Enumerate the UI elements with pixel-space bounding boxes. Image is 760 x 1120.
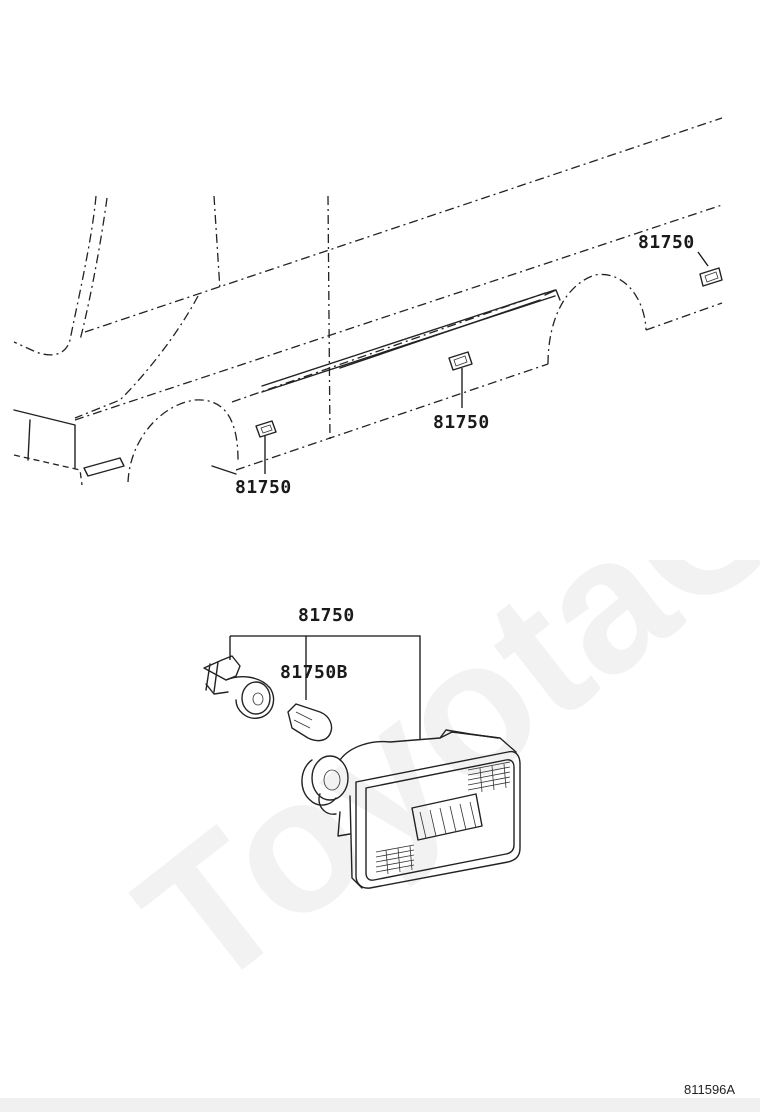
leader-rear <box>697 251 709 267</box>
part-label-bulb: 81750B <box>280 662 349 683</box>
vehicle-body-outline <box>13 117 723 486</box>
side-marker-rear <box>699 267 723 287</box>
part-label-middle-marker: 81750 <box>433 412 490 433</box>
side-marker-front <box>255 420 277 438</box>
lens-pattern-lower <box>375 844 415 875</box>
side-marker-middle <box>448 351 473 371</box>
lamp-housing <box>301 729 521 889</box>
figure-number: 811596A <box>684 1082 736 1097</box>
leader-assembly <box>230 635 421 740</box>
part-label-rear-marker: 81750 <box>638 232 695 253</box>
lens-pattern-upper <box>467 761 511 793</box>
part-label-lamp-assembly: 81750 <box>298 605 355 626</box>
wedge-bulb <box>287 703 333 742</box>
bulb-socket <box>203 655 275 719</box>
bottom-band <box>0 1098 760 1112</box>
part-label-front-marker: 81750 <box>235 477 292 498</box>
